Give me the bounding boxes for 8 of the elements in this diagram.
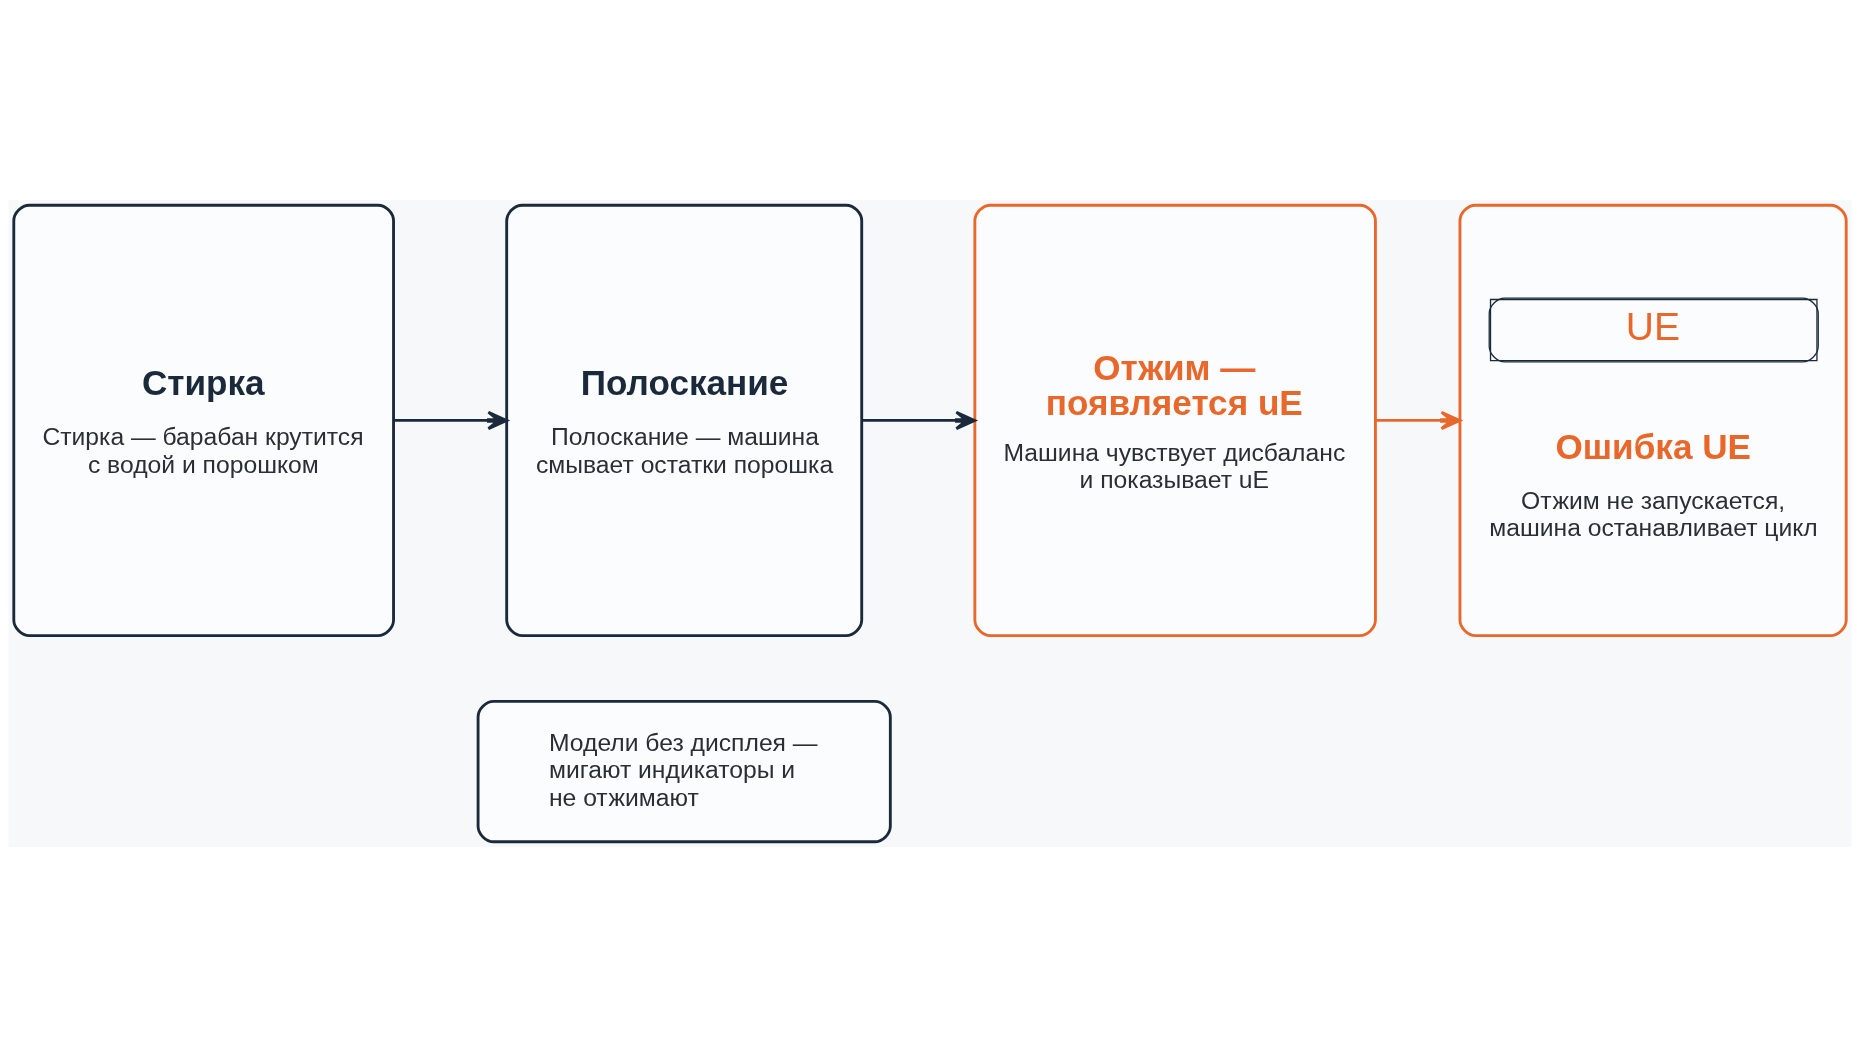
node-box: Модели без дисплея — мигают индикаторы и не отжимают [476, 699, 892, 844]
node-box: Полоскание Полоскание — машина смывает остатки порошка [505, 203, 864, 638]
arrow [1375, 410, 1462, 431]
node-box: UE Ошибка UE Отжим не запускается, машина останавливает цикл [1458, 203, 1848, 638]
arrow [861, 410, 977, 431]
node-box: Стирка Стирка — барабан крутится с водой и порошком [12, 203, 395, 638]
arrow [393, 410, 509, 431]
node-box: Отжим — появляется uE Машина чувствует дисбаланс и показывает uE [973, 203, 1377, 638]
